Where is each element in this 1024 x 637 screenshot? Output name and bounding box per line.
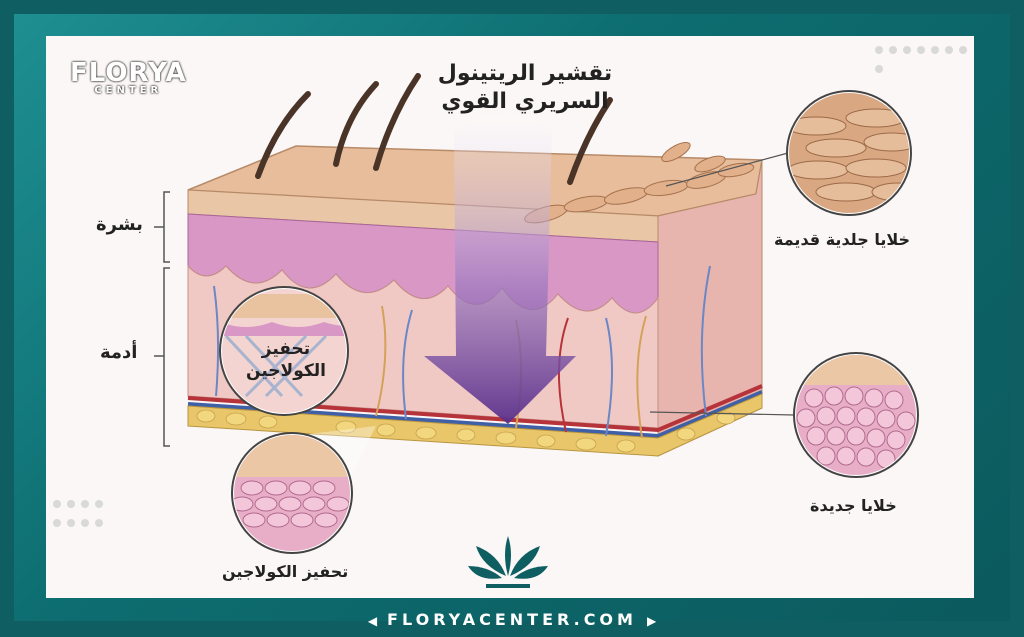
label-collagen-inner-line-2: الكولاجين	[246, 361, 326, 381]
artery	[187, 384, 763, 433]
old-cells-magnified	[789, 93, 909, 213]
diagram-panel: FLORYA CENTER تقشير الريتينول السريري ال…	[46, 36, 974, 598]
footer-right-arrow-icon: ▶	[646, 614, 657, 628]
new-cells-pointer	[649, 411, 795, 416]
footer-left-arrow-icon: ◀	[367, 614, 378, 628]
diagram-title: تقشير الريتينول السريري القوي	[430, 60, 620, 116]
logo-main-text: FLORYA	[70, 58, 187, 88]
epidermis-bracket	[163, 191, 170, 263]
old-cells-pointer	[665, 152, 789, 187]
label-collagen-inner: تحفيز الكولاجين	[232, 338, 340, 382]
dots-decoration-bottom-left	[50, 496, 110, 534]
label-epidermis: بشرة	[96, 214, 143, 235]
label-old-cells: خلايا جلدية قديمة	[774, 230, 911, 249]
label-dermis: أدمة	[100, 342, 138, 363]
dermis-bracket	[163, 267, 170, 447]
label-new-cells: خلايا جديدة	[810, 496, 897, 515]
retinol-arrow	[424, 113, 576, 424]
title-line-1: تقشير الريتينول	[437, 61, 613, 86]
logo-sub-text: CENTER	[94, 85, 163, 96]
collagen-magnified	[222, 289, 346, 413]
leaf-logo-icon	[468, 536, 548, 588]
fat-layer	[187, 393, 763, 457]
hairs	[255, 73, 613, 185]
collagen-bottom-magnified	[234, 435, 350, 551]
vein	[187, 390, 763, 439]
brand-logo: FLORYA CENTER	[70, 58, 187, 96]
label-collagen-bottom: تحفيز الكولاجين	[222, 562, 349, 581]
footer-url: FLORYACENTER.COM	[387, 610, 637, 629]
title-line-2: السريري القوي	[441, 89, 609, 114]
footer-bar: ◀ FLORYACENTER.COM ▶	[0, 604, 1024, 635]
dots-decoration-top-right	[872, 42, 972, 80]
label-collagen-inner-line-1: تحفيز	[261, 339, 311, 359]
skin-diagram	[154, 73, 919, 588]
fat-cells	[196, 409, 736, 453]
flaking-cells	[524, 141, 755, 224]
